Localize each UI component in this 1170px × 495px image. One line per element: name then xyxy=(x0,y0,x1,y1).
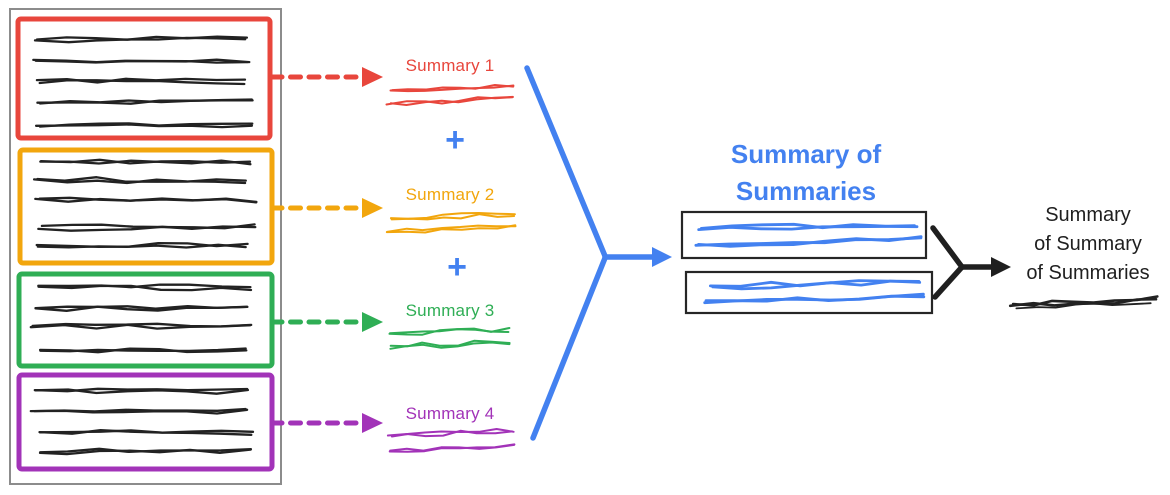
summary-3-dashed-arrow-icon xyxy=(269,312,383,332)
plus-sign-1: + xyxy=(445,121,465,159)
title-line-1: Summary of xyxy=(730,139,882,169)
summary-3-label: Summary 3 xyxy=(405,301,495,320)
document-red-text-scribbles xyxy=(32,35,254,129)
summary-1-scribble xyxy=(385,84,515,106)
summary-of-summary-of-summaries-label: Summary of Summary of Summaries xyxy=(1012,201,1164,288)
plus-sign-2: + xyxy=(447,248,467,286)
document-purple-text-scribbles xyxy=(29,387,255,456)
final-merge-arrow-icon xyxy=(930,225,1011,300)
final-label-line-2: of Summary xyxy=(1034,233,1142,255)
summary-4-dashed-arrow-icon xyxy=(269,413,383,433)
summary-1-dashed-arrow-icon xyxy=(269,67,383,87)
document-green-text-scribbles xyxy=(29,283,253,354)
summary-3-scribble xyxy=(388,327,511,350)
merge-arrow-icon xyxy=(524,65,672,441)
summary-2-dashed-arrow-icon xyxy=(269,198,383,218)
title-line-2: Summaries xyxy=(735,176,877,206)
summary-1-label: Summary 1 xyxy=(405,56,495,75)
summary-2-label: Summary 2 xyxy=(405,185,495,204)
document-orange-text-scribbles xyxy=(32,158,258,249)
final-summary-scribble xyxy=(1008,295,1159,310)
summary-4-scribble xyxy=(386,428,516,453)
documents-frame xyxy=(9,8,282,485)
summary-2-scribble xyxy=(385,212,517,234)
final-label-line-3: of Summaries xyxy=(1026,262,1150,284)
final-label-line-1: Summary xyxy=(1045,204,1131,226)
summary-of-summaries-title: Summary of Summaries xyxy=(694,136,918,210)
summary-4-label: Summary 4 xyxy=(405,404,495,423)
summary-of-summaries-box-2 xyxy=(684,270,934,315)
summary-of-summaries-box-1 xyxy=(680,210,928,260)
